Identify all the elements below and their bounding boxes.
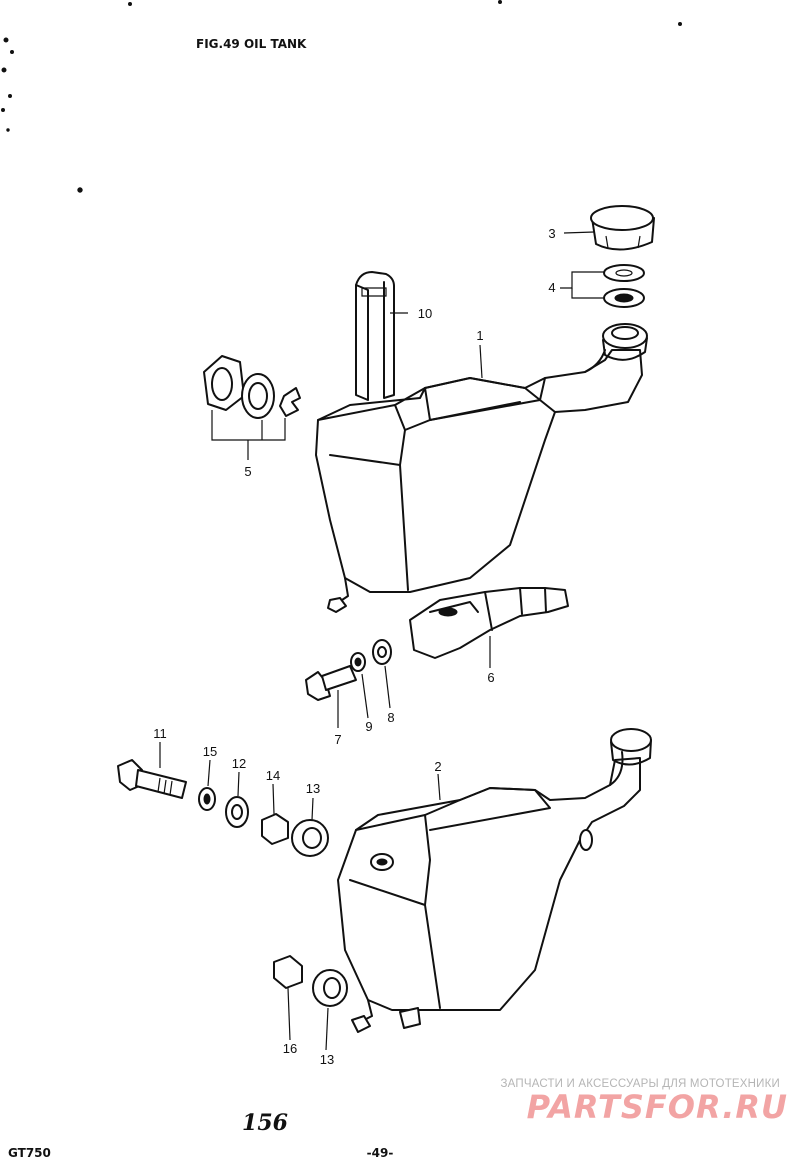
model-code: GT750 bbox=[8, 1146, 51, 1160]
callout-4: 4 bbox=[548, 280, 555, 295]
leader-lines bbox=[159, 231, 604, 1051]
callout-13-lower: 13 bbox=[320, 1052, 334, 1067]
part-4-gaskets bbox=[603, 264, 645, 308]
parts-12-15-14-13-hardware bbox=[198, 787, 329, 857]
part-11-bolt bbox=[117, 759, 187, 799]
watermark-logo: PARTSFOR.RU bbox=[527, 1088, 788, 1126]
callout-9: 9 bbox=[365, 719, 372, 734]
figure-title: FIG.49 OIL TANK bbox=[196, 37, 307, 51]
callout-10: 10 bbox=[418, 306, 432, 321]
callout-11: 11 bbox=[153, 726, 167, 741]
callout-2: 2 bbox=[434, 759, 441, 774]
callout-7: 7 bbox=[334, 732, 341, 747]
sub-page-number: -49- bbox=[367, 1146, 394, 1160]
callout-labels: 1 2 3 4 5 6 7 8 9 10 11 12 13 13 14 15 1… bbox=[153, 226, 555, 1067]
part-10-strap bbox=[355, 271, 395, 401]
callout-14: 14 bbox=[266, 768, 280, 783]
watermark-caption: ЗАПЧАСТИ И АКСЕССУАРЫ ДЛЯ МОТОТЕХНИКИ bbox=[500, 1078, 780, 1090]
callout-8: 8 bbox=[387, 710, 394, 725]
callout-1: 1 bbox=[476, 328, 483, 343]
callout-16: 16 bbox=[283, 1041, 297, 1056]
part-6-bracket bbox=[409, 587, 569, 659]
scan-noise bbox=[1, 0, 682, 193]
callout-13-upper: 13 bbox=[306, 781, 320, 796]
page-number: 156 bbox=[242, 1110, 288, 1136]
part-2-oil-tank bbox=[337, 728, 652, 1033]
callout-3: 3 bbox=[548, 226, 555, 241]
callout-5: 5 bbox=[244, 464, 251, 479]
callout-15: 15 bbox=[203, 744, 217, 759]
callout-6: 6 bbox=[487, 670, 494, 685]
part-1-oil-tank bbox=[315, 323, 648, 613]
parts-7-8-9-fasteners bbox=[305, 639, 392, 701]
parts-16-13-lower-hardware bbox=[273, 955, 348, 1007]
callout-12: 12 bbox=[232, 756, 246, 771]
part-3-cap bbox=[590, 205, 655, 251]
part-5-fitting-set bbox=[203, 355, 301, 419]
